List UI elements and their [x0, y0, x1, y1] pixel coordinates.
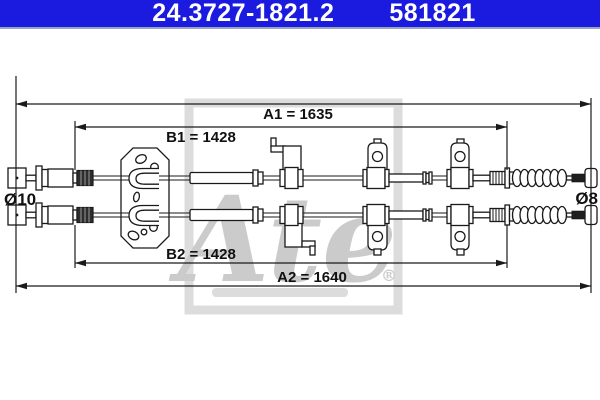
diameter-label-right: Ø8: [575, 189, 598, 208]
lower-cable-mount-tabs: [367, 222, 470, 256]
lower-brake-cable: [7, 202, 598, 228]
technical-drawing: Ate ®: [4, 76, 598, 315]
lower-cable-stirrup: [128, 204, 159, 227]
watermark-square: [184, 98, 403, 315]
equalizer-plate: [120, 147, 170, 249]
dimension-b1-label: B1 = 1428: [166, 129, 236, 146]
part-number-header: 24.3727-1821.2 581821: [0, 0, 600, 29]
lower-cable-z-bracket: [284, 222, 316, 256]
reference-number: 581821: [389, 0, 476, 27]
dimension-b2: B2 = 1428: [75, 246, 507, 267]
dimension-b2-label: B2 = 1428: [166, 246, 236, 263]
upper-cable-z-bracket: [270, 137, 302, 171]
watermark-registered-icon: ®: [381, 266, 397, 285]
dimension-b1: B1 = 1428: [75, 123, 507, 146]
diameter-label-left: Ø10: [4, 190, 36, 209]
upper-brake-cable: [7, 165, 598, 191]
dimension-a2: A2 = 1640: [16, 269, 591, 290]
upper-cable-stirrup: [128, 167, 159, 190]
dimension-a1-label: A1 = 1635: [263, 106, 333, 123]
dimension-a1: A1 = 1635: [16, 100, 591, 123]
dimension-a2-label: A2 = 1640: [277, 269, 347, 286]
watermark-underline: [212, 288, 348, 297]
catalog-number: 24.3727-1821.2: [152, 0, 335, 27]
extension-lines: [15, 76, 592, 293]
upper-cable-mount-tabs: [367, 138, 470, 171]
